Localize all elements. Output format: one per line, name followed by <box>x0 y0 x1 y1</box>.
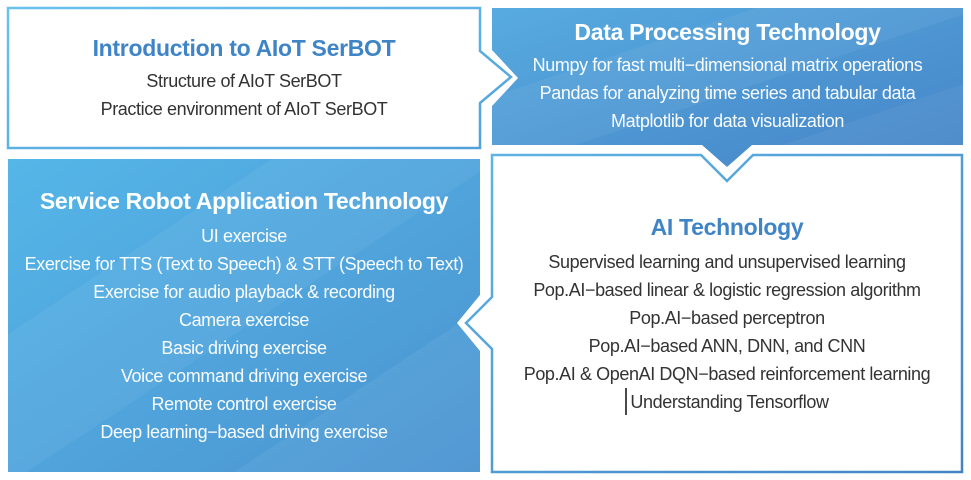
intro-card-shape <box>6 6 513 150</box>
service-robot-card-sheen <box>8 159 480 472</box>
ai-card-shape <box>464 153 964 474</box>
data-processing-card-sheen <box>492 8 963 167</box>
